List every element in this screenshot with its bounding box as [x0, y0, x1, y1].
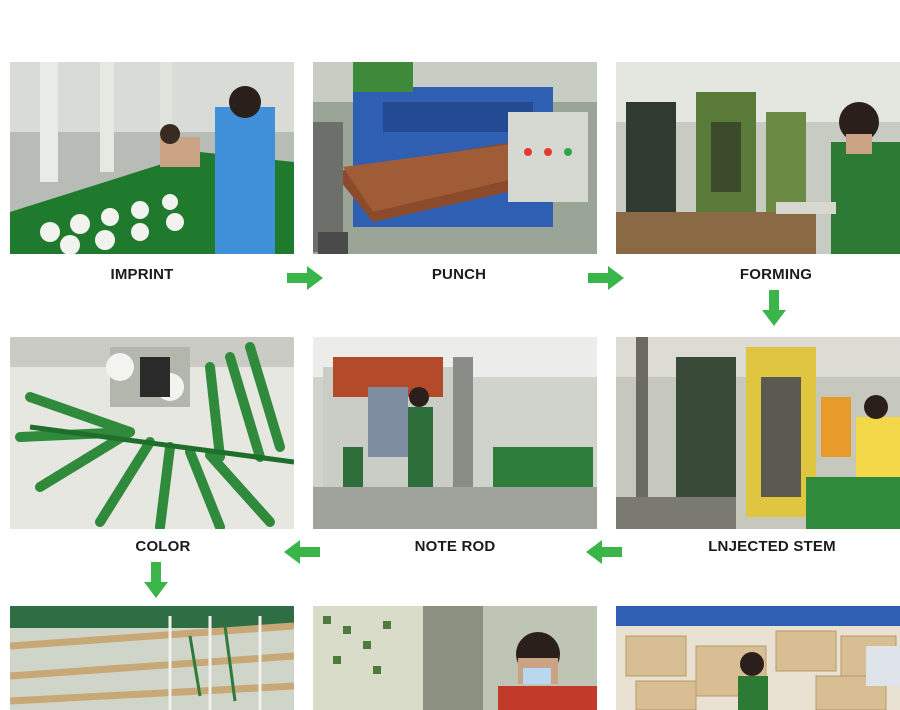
- green-arrow-icon: [284, 540, 320, 564]
- punch-photo: [313, 62, 597, 254]
- step-label-forming: FORMING: [739, 266, 813, 283]
- color-photo: [10, 337, 294, 529]
- step-label-imprint: IMPRINT: [110, 266, 174, 283]
- green-arrow-icon: [287, 266, 323, 290]
- green-arrow-icon: [762, 290, 786, 326]
- step-label-color: COLOR: [135, 538, 191, 555]
- green-arrow-icon: [144, 562, 168, 598]
- note-rod-photo: [313, 337, 597, 529]
- step-label-injected-stem: LNJECTED STEM: [708, 538, 836, 555]
- packing-photo: [616, 606, 900, 710]
- injected-stem-photo: [616, 337, 900, 529]
- step-label-note-rod: NOTE ROD: [414, 538, 496, 555]
- forming-photo: [616, 62, 900, 254]
- imprint-photo: [10, 62, 294, 254]
- green-arrow-icon: [588, 266, 624, 290]
- step-label-punch: PUNCH: [431, 266, 487, 283]
- bamboo-frame-photo: [10, 606, 294, 710]
- worker-photo: [313, 606, 597, 710]
- green-arrow-icon: [586, 540, 622, 564]
